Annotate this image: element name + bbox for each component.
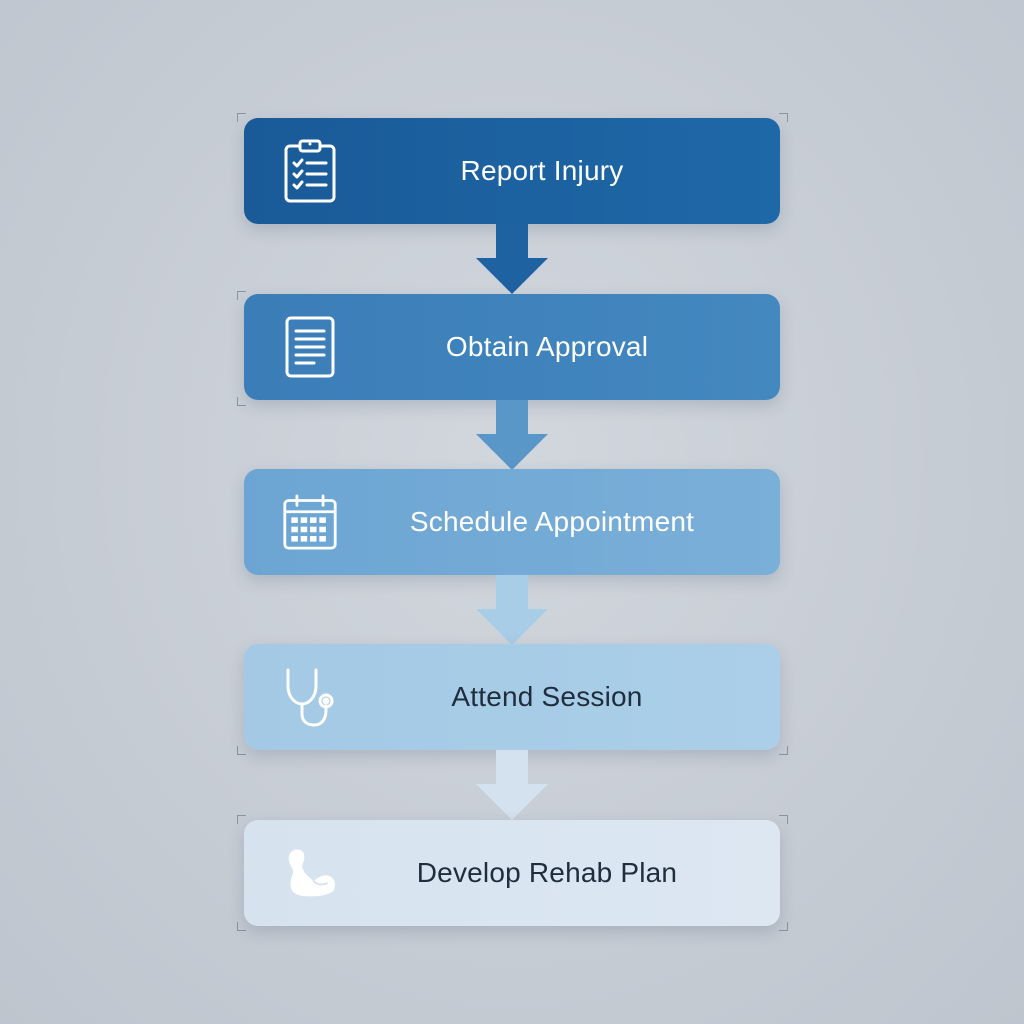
corner-bracket (779, 815, 788, 824)
stethoscope-icon (282, 663, 338, 731)
step-label: Report Injury (460, 155, 624, 186)
document-icon (282, 313, 338, 381)
corner-bracket (237, 291, 246, 300)
corner-bracket (779, 113, 788, 122)
corner-bracket (779, 922, 788, 931)
step-obtain-approval: Obtain Approval (244, 294, 780, 400)
step-develop-rehab-plan: Develop Rehab Plan (244, 820, 780, 926)
arrow-down-icon (476, 575, 548, 645)
arrow-down-icon (476, 224, 548, 294)
arrow-down-icon (476, 750, 548, 820)
step-attend-session: Attend Session (244, 644, 780, 750)
corner-bracket (237, 113, 246, 122)
calendar-icon (282, 488, 338, 556)
clipboard-checklist-icon (282, 137, 338, 205)
step-label: Attend Session (451, 681, 643, 712)
corner-bracket (779, 746, 788, 755)
arrow-down-icon (476, 400, 548, 470)
corner-bracket (237, 922, 246, 931)
corner-bracket (237, 815, 246, 824)
step-label: Obtain Approval (445, 331, 649, 362)
flexed-arm-icon (282, 839, 338, 907)
step-label: Develop Rehab Plan (416, 857, 678, 888)
step-label: Schedule Appointment (409, 506, 695, 537)
corner-bracket (237, 746, 246, 755)
step-report-injury: Report Injury (244, 118, 780, 224)
step-schedule-appointment: Schedule Appointment (244, 469, 780, 575)
corner-bracket (237, 397, 246, 406)
